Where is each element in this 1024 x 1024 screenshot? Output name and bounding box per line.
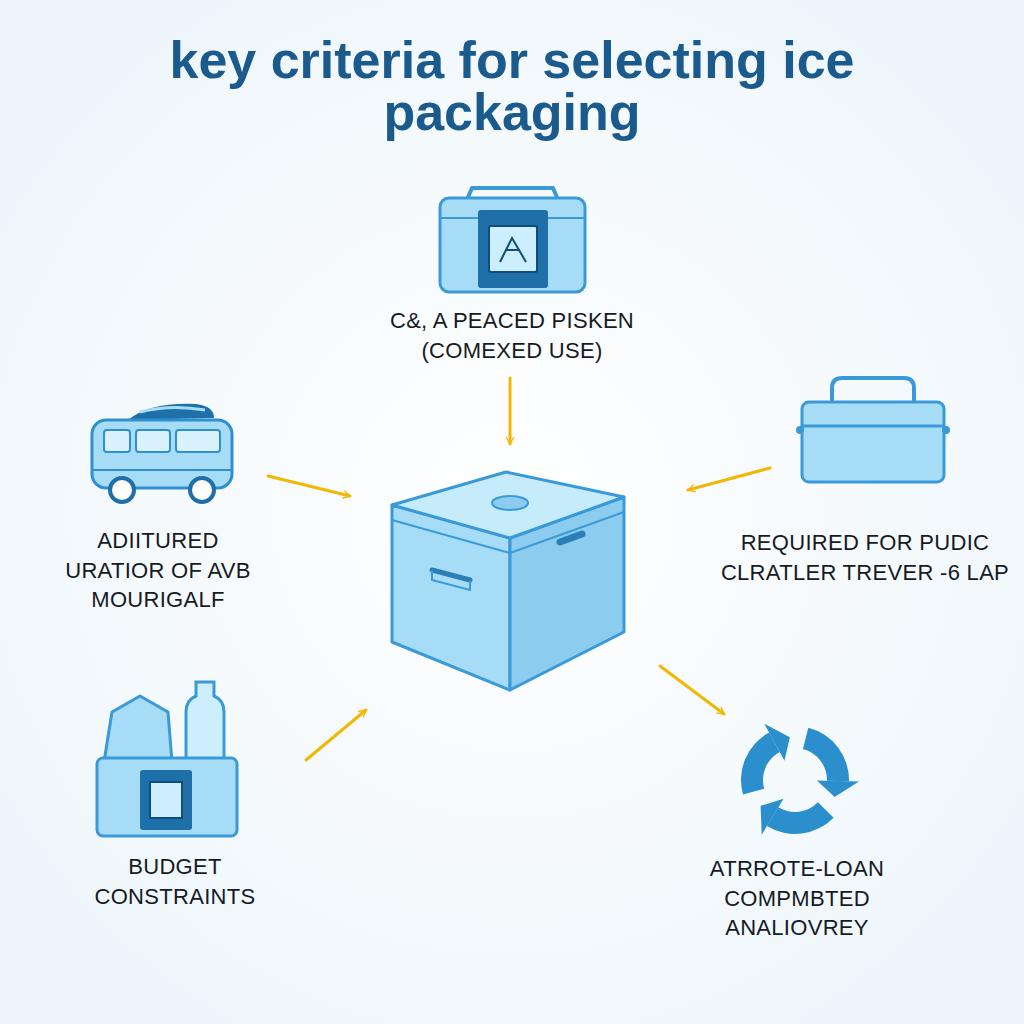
- recycle-arrowhead: [817, 781, 859, 797]
- supplies-icon: [97, 682, 237, 836]
- ice-box: [392, 472, 624, 690]
- recycle-arrowhead: [761, 799, 784, 835]
- arrow: [268, 378, 770, 760]
- recycle-arrow: [741, 733, 780, 795]
- criterion-label: ATRROTE-LOAN COMPMBTED ANALIOVREY: [675, 854, 919, 943]
- criterion-label: ADIITURED URATIOR OF AVB MOURIGALF: [60, 526, 256, 615]
- recycle-arrow: [803, 728, 849, 782]
- diagram-title: key criteria for selecting ice packaging: [112, 34, 912, 138]
- criterion-item: REQUIRED FOR PUDIC CLRATLER TREVER -6 LA…: [715, 528, 1015, 587]
- criterion-label: C&, A PEACED PISKEN (COMEXED USE): [332, 306, 692, 365]
- recycle-icon: [741, 724, 859, 835]
- cooler-icon: [796, 378, 950, 482]
- cooler-icon: [440, 188, 585, 292]
- criterion-item: ATRROTE-LOAN COMPMBTED ANALIOVREY: [675, 854, 919, 943]
- criterion-label: REQUIRED FOR PUDIC CLRATLER TREVER -6 LA…: [715, 528, 1015, 587]
- recycle-arrowhead: [764, 724, 790, 761]
- criterion-item: ADIITURED URATIOR OF AVB MOURIGALF: [60, 526, 256, 615]
- criterion-item: BUDGET CONSTRAINTS: [70, 852, 280, 911]
- van-icon: [92, 404, 232, 502]
- criterion-item: C&, A PEACED PISKEN (COMEXED USE): [332, 306, 692, 365]
- criterion-label: BUDGET CONSTRAINTS: [70, 852, 280, 911]
